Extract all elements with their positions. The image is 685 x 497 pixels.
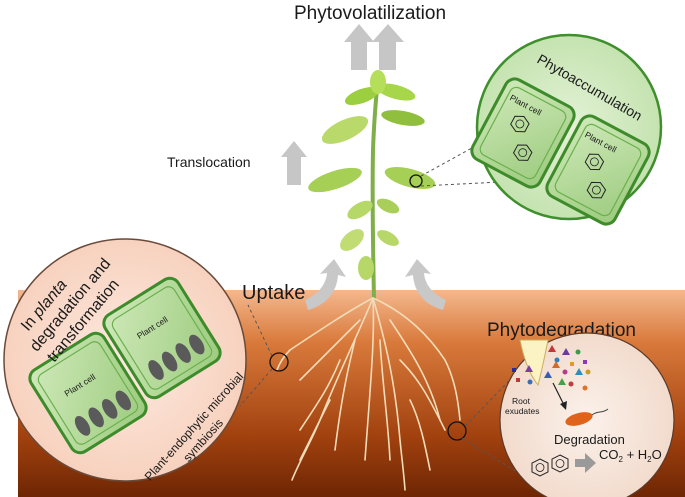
vacuole <box>175 343 191 363</box>
products-label: CO2 + H2O <box>599 447 662 464</box>
degradation-arrow <box>575 453 596 473</box>
benzene-ring-icon <box>510 115 530 133</box>
translocation-label: Translocation <box>167 154 251 170</box>
plant-cell-planta-1: Plant cell <box>28 331 148 455</box>
vacuole <box>189 334 205 355</box>
benzene-ring-icon <box>586 181 607 199</box>
benzene-ring-icon <box>584 153 605 171</box>
degradation-label: Degradation <box>554 432 625 447</box>
vacuole <box>148 360 164 380</box>
exudate-particles <box>512 345 591 391</box>
exudate-arrow <box>552 382 565 406</box>
vacuole <box>115 390 132 411</box>
vacuole <box>101 399 118 419</box>
plant <box>308 70 436 301</box>
phytovolatilization-label: Phytovolatilization <box>294 3 446 24</box>
microbe <box>565 412 593 426</box>
phytoaccumulation-circle: Plant cell Plant cell Phytoaccumulation <box>470 33 663 226</box>
root-tip <box>519 339 549 387</box>
plant-cell-planta-2: Plant cell <box>102 276 222 400</box>
vacuole <box>88 407 104 428</box>
roots <box>276 297 461 491</box>
benzene-ring-icon <box>551 454 569 473</box>
plant-cell-accum-1: Plant cell <box>470 77 576 189</box>
benzene-ring-icon <box>512 144 533 161</box>
plant-cell-accum-2: Plant cell <box>545 114 651 226</box>
vacuole <box>161 351 178 372</box>
in-planta-circle: Plant cell Plant cell In planta degradat… <box>3 238 247 484</box>
uptake-label: Uptake <box>242 282 305 304</box>
vacuole <box>74 416 91 436</box>
translocation-arrow <box>281 141 307 185</box>
uptake-arrows <box>305 259 446 310</box>
phytovolatilization-arrows <box>344 24 404 70</box>
benzene-ring-icon <box>531 458 549 477</box>
